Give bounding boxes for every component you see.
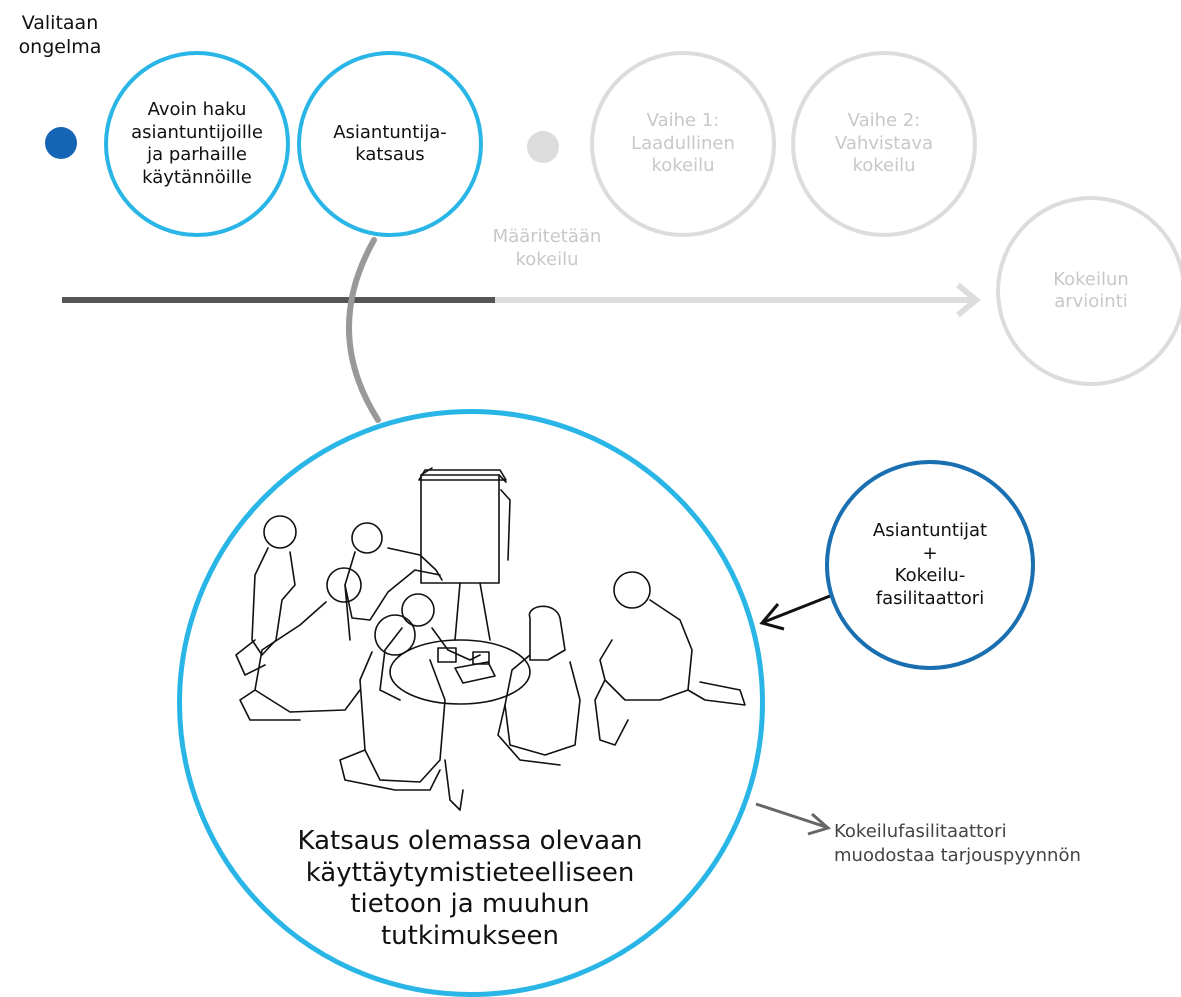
- step-vaihe2-circle: Vaihe 2: Vahvistava kokeilu: [791, 51, 977, 237]
- step-katsaus-label: Asiantuntija- katsaus: [333, 121, 447, 166]
- zoom-connector: [346, 237, 381, 423]
- outcome-label: Kokeilufasilitaattori muodostaa tarjousp…: [834, 821, 1081, 867]
- step-arviointi-label: Kokeilun arviointi: [1053, 268, 1129, 313]
- step-avoin-haku-label: Avoin haku asiantuntijoille ja parhaille…: [131, 99, 263, 188]
- timeline-arrowhead: [956, 282, 981, 318]
- step-avoin-haku-circle: Avoin haku asiantuntijoille ja parhaille…: [104, 51, 290, 237]
- step-maaritetaan-label: Määritetään kokeilu: [492, 226, 602, 270]
- step-valitaan-label: Valitaan ongelma: [18, 12, 102, 58]
- actors-arrow: [759, 594, 831, 631]
- step-vaihe1-label: Vaihe 1: Laadullinen kokeilu: [631, 110, 735, 177]
- actors-label: Asiantuntijat + Kokeilu- fasilitaattori: [872, 520, 988, 609]
- step-arviointi-circle: Kokeilun arviointi: [996, 196, 1181, 386]
- step-valitaan-dot: [45, 127, 77, 159]
- step-maaritetaan-dot: [527, 131, 559, 163]
- step-vaihe2-label: Vaihe 2: Vahvistava kokeilu: [834, 110, 934, 177]
- actors-circle: Asiantuntijat + Kokeilu- fasilitaattori: [825, 460, 1035, 670]
- outcome-arrow: [755, 802, 832, 836]
- step-katsaus-circle: Asiantuntija- katsaus: [297, 51, 483, 237]
- step-vaihe1-circle: Vaihe 1: Laadullinen kokeilu: [590, 51, 776, 237]
- detail-main-text: Katsaus olemassa olevaan käyttäytymistie…: [297, 826, 643, 952]
